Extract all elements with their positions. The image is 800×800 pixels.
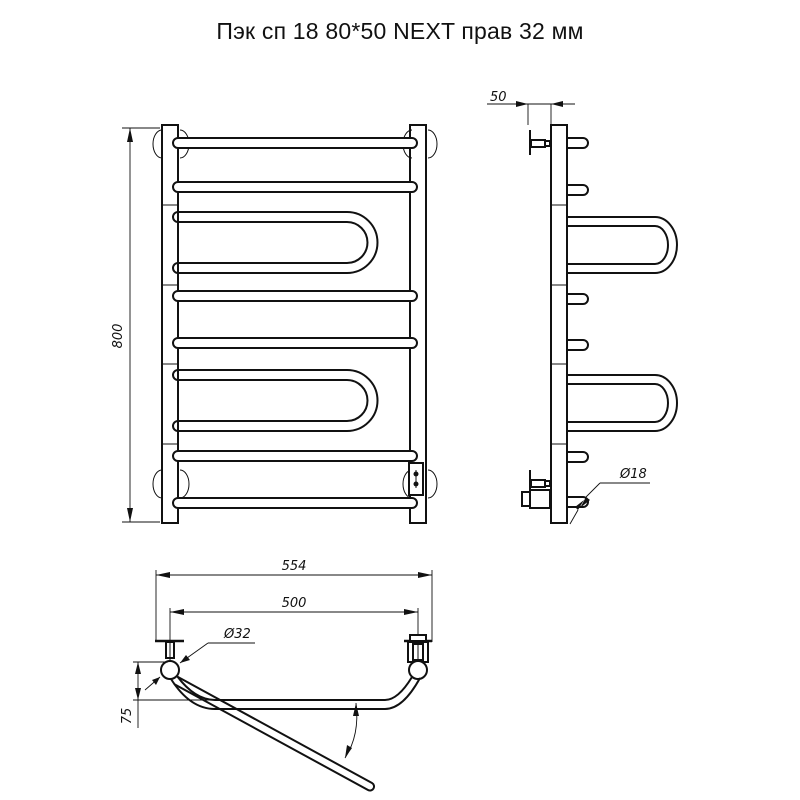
offset-dimension-label: 75 xyxy=(120,708,135,725)
overall-width-label: 554 xyxy=(282,559,307,574)
height-dimension-label: 800 xyxy=(111,324,126,349)
bar-diameter-label: Ø18 xyxy=(619,467,647,482)
front-view: 800 xyxy=(111,124,438,524)
top-view: 554 500 Ø32 xyxy=(120,559,433,792)
side-view: 50 Ø18 xyxy=(487,90,678,525)
drawing-title: Пэк сп 18 80*50 NEXT прав 32 мм xyxy=(216,18,584,44)
heating-element-plug-icon xyxy=(408,462,424,496)
depth-dimension-label: 50 xyxy=(490,90,507,105)
axis-width-label: 500 xyxy=(282,596,307,611)
u-loop-upper xyxy=(172,211,379,274)
towel-bars xyxy=(172,137,418,509)
u-loop-lower xyxy=(172,369,379,432)
collector-diameter-label: Ø32 xyxy=(223,627,251,642)
